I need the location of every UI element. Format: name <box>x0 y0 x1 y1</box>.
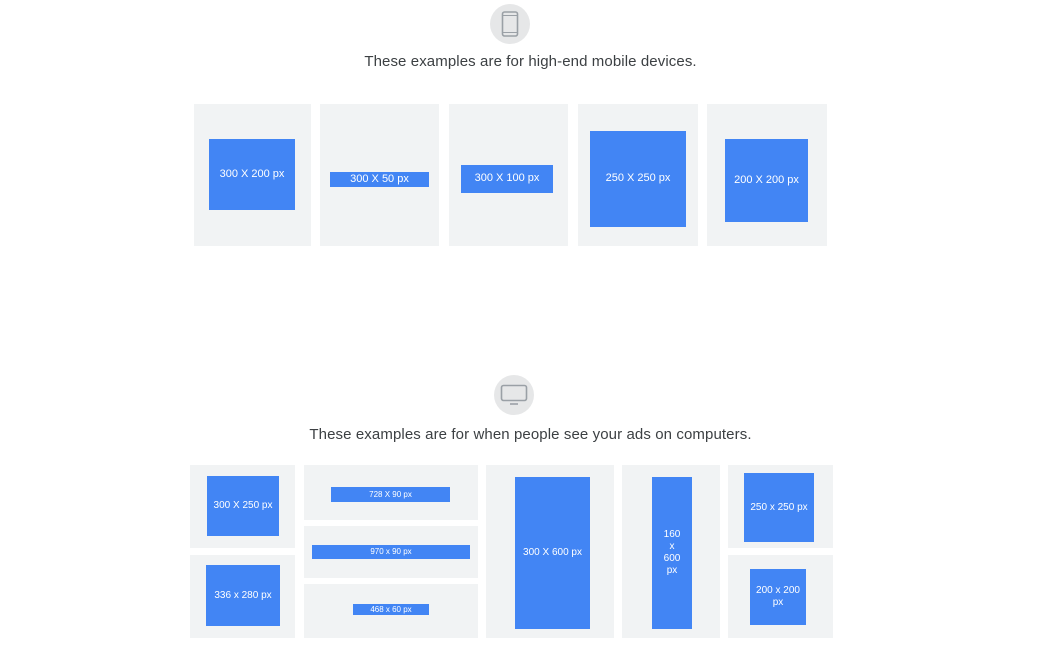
ad-728x90: 728 X 90 px <box>331 487 450 502</box>
mobile-ad-tile: 250 X 250 px <box>578 104 698 246</box>
mobile-device-badge <box>490 4 530 44</box>
desktop-ad-tile: 300 X 250 px <box>190 465 295 548</box>
ad-970x90: 970 x 90 px <box>312 545 470 559</box>
desktop-ad-tile: 200 x 200 px <box>728 555 833 638</box>
desktop-ad-tile: 728 X 90 px <box>304 465 478 520</box>
ad-300x50: 300 X 50 px <box>330 172 429 187</box>
desktop-ad-tile: 160 x 600 px <box>622 465 720 638</box>
ad-300x600: 300 X 600 px <box>515 477 590 629</box>
desktop-ad-tile: 250 x 250 px <box>728 465 833 548</box>
mobile-ad-tile: 200 X 200 px <box>707 104 827 246</box>
monitor-icon <box>500 384 528 405</box>
desktop-ad-tile: 468 x 60 px <box>304 584 478 638</box>
desktop-device-badge <box>494 375 534 415</box>
desktop-ad-tile: 970 x 90 px <box>304 526 478 578</box>
ad-336x280: 336 x 280 px <box>206 565 280 626</box>
mobile-ad-tile: 300 X 200 px <box>194 104 311 246</box>
mobile-ad-tile: 300 X 50 px <box>320 104 439 246</box>
desktop-caption: These examples are for when people see y… <box>309 426 752 443</box>
ad-468x60: 468 x 60 px <box>353 604 429 615</box>
ad-160x600: 160 x 600 px <box>652 477 692 629</box>
desktop-ad-tile: 300 X 600 px <box>486 465 614 638</box>
ad-300x100: 300 X 100 px <box>461 165 553 193</box>
ad-250x250: 250 X 250 px <box>590 131 686 227</box>
desktop-ad-tile: 336 x 280 px <box>190 555 295 638</box>
ad-300x200: 300 X 200 px <box>209 139 295 210</box>
smartphone-icon <box>501 11 519 37</box>
mobile-ad-tile: 300 X 100 px <box>449 104 568 246</box>
ad-300x250: 300 X 250 px <box>207 476 279 536</box>
ad-200x200: 200 X 200 px <box>725 139 808 222</box>
ad-250x250: 250 x 250 px <box>744 473 814 542</box>
mobile-caption: These examples are for high-end mobile d… <box>364 53 697 70</box>
ad-200x200: 200 x 200 px <box>750 569 806 625</box>
